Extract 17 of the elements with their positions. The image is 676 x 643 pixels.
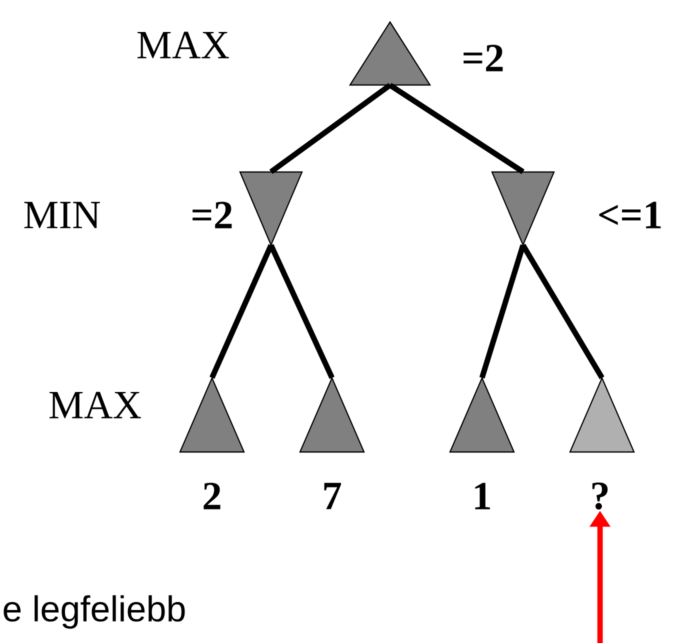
value-label: 7 <box>324 482 342 510</box>
value-label: 2 <box>204 482 220 510</box>
value-label: =2 <box>192 202 232 228</box>
tree-branch <box>269 82 392 174</box>
value-label: =2 <box>464 44 503 72</box>
value-label: <=1 <box>599 202 661 228</box>
tree-branch <box>479 244 526 379</box>
tree-branch <box>520 244 604 380</box>
value-label: ? <box>592 482 608 510</box>
tree-branch <box>268 244 334 379</box>
level-label: MIN <box>24 202 100 228</box>
level-label: e legfeliebb <box>4 595 185 629</box>
tree-branch <box>210 244 274 379</box>
tree-branch <box>388 82 524 174</box>
level-label: MAX <box>49 392 141 418</box>
value-label: 1 <box>475 482 490 510</box>
level-label: MAX <box>137 32 229 58</box>
